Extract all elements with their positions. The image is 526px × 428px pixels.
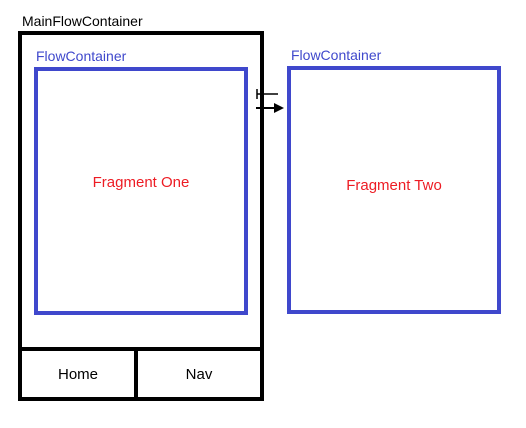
fragment-one-label: Fragment One xyxy=(92,174,190,191)
arrow-head xyxy=(274,103,284,113)
right-flow-container xyxy=(287,66,501,314)
right-flow-container-label: FlowContainer xyxy=(291,47,382,63)
arrow-right-icon xyxy=(256,89,284,113)
bottom-nav-bar xyxy=(18,347,264,401)
home-button[interactable]: Home xyxy=(57,365,98,383)
main-flow-container-label: MainFlowContainer xyxy=(22,13,143,29)
main-flow-container xyxy=(18,31,264,401)
fragment-two-label: Fragment Two xyxy=(346,177,442,194)
nav-divider xyxy=(134,349,138,399)
left-flow-container xyxy=(34,67,248,315)
nav-button[interactable]: Nav xyxy=(185,365,213,383)
left-flow-container-label: FlowContainer xyxy=(36,48,127,64)
